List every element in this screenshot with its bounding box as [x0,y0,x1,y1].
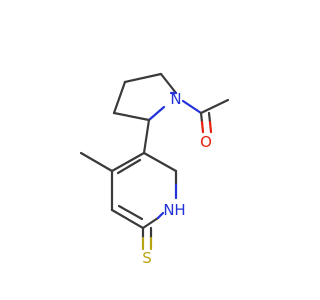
bond-c-n [147,105,166,122]
bond-c-c [123,72,163,84]
bond-c-c [159,72,178,95]
acetyl-group [181,98,230,134]
bond-c-c-double [117,204,144,221]
atom-label-nitrogen: N [163,201,174,219]
atom-label-hydrogen: H [174,201,185,219]
bond-n-c [181,99,203,115]
bond-c-c [142,118,151,155]
ring-substituents [79,151,153,251]
bond-c-c [112,111,151,122]
bond-c-c [142,151,178,173]
bond-c-methyl [199,98,230,115]
atom-label-oxygen: O [200,133,212,151]
bond-c-methyl [79,151,114,173]
bond-c-o [199,111,204,124]
bond-c-n [156,211,165,220]
bond-c-c-double [110,208,145,230]
chemical-structure: N O N H S [79,72,230,267]
bond-c-o [200,120,205,134]
bond-c-o-double [208,120,213,134]
pyridine-ring [110,118,178,230]
bond-c-n [141,216,160,230]
atom-labels: N O N H S [142,90,212,267]
bond-c-o-double [207,111,212,124]
bond-c-c [112,80,127,115]
pyrrolidine-ring [112,72,178,122]
atom-label-nitrogen: N [170,90,181,108]
atom-label-sulfur: S [142,249,152,267]
bond-c-c-double [110,151,146,173]
bond-c-c-double [116,158,142,175]
